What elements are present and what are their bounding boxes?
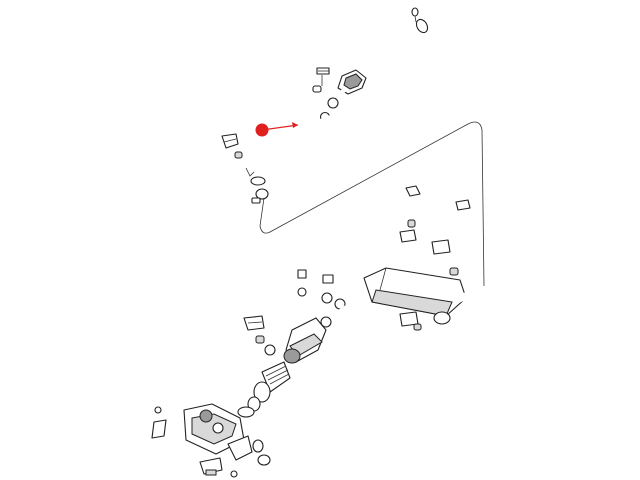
catalytic-converter[interactable] — [283, 305, 349, 364]
exhaust-manifold[interactable] — [183, 403, 253, 461]
gaskets[interactable] — [237, 406, 271, 466]
flex-pipe[interactable] — [247, 361, 291, 412]
clamps[interactable] — [297, 269, 346, 310]
main-muffler[interactable] — [345, 267, 488, 325]
intermediate-pipe[interactable] — [250, 115, 333, 186]
left-hanger-brackets[interactable] — [221, 133, 269, 204]
leader-line — [259, 121, 485, 287]
exhaust-tip-pipe[interactable] — [380, 7, 435, 64]
upper-hangers[interactable] — [312, 67, 339, 123]
rear-resonator[interactable] — [333, 57, 387, 103]
red-dot-callout[interactable] — [255, 122, 299, 137]
right-hangers[interactable] — [399, 185, 471, 331]
mounting-brackets[interactable] — [151, 406, 238, 478]
lower-hangers[interactable] — [243, 315, 276, 356]
